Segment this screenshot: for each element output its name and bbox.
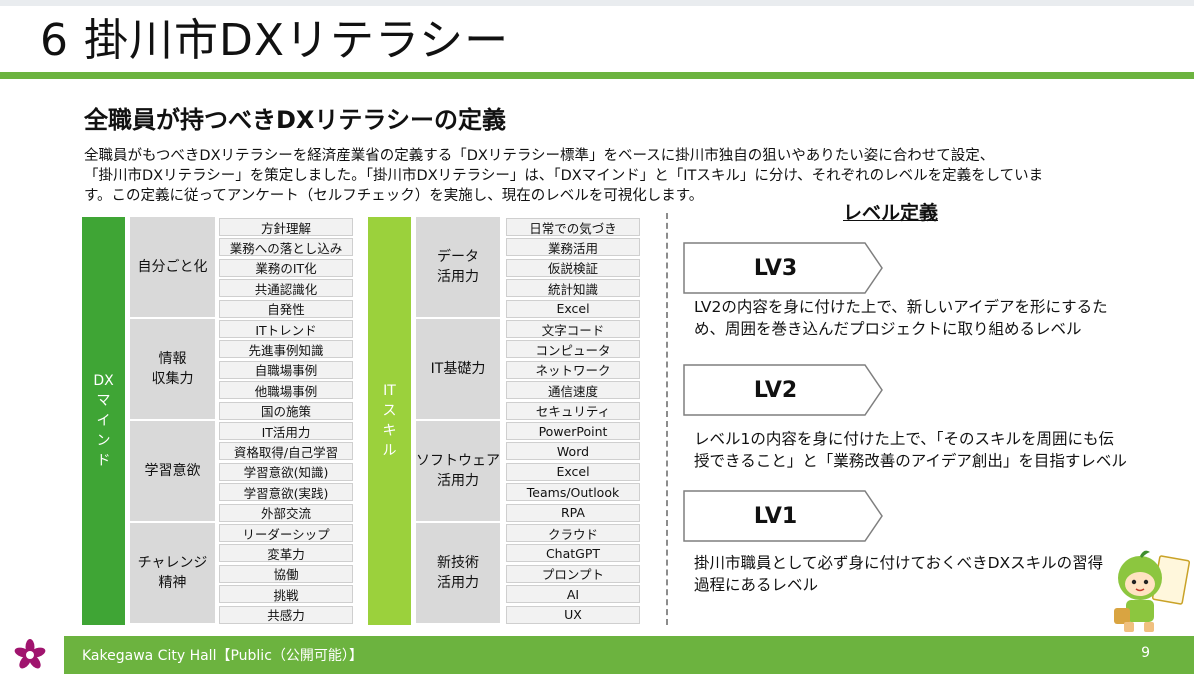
level-badge-label: LV2 — [753, 377, 798, 403]
section-divider — [666, 213, 668, 625]
skill-item: 国の施策 — [219, 401, 353, 420]
category-cell: 新技術 活用力 — [416, 523, 500, 625]
skill-item: 業務活用 — [506, 238, 640, 257]
skill-item: 文字コード — [506, 320, 640, 338]
skill-item: ネットワーク — [506, 360, 640, 379]
slide-subtitle: 全職員が持つべきDXリテラシーの定義 — [84, 106, 506, 134]
skill-item: 業務への落とし込み — [219, 238, 353, 257]
intro-line: 全職員がもつべきDXリテラシーを経済産業省の定義する「DXリテラシー標準」をベー… — [84, 148, 995, 164]
skill-item: セキュリティ — [506, 401, 640, 420]
level-definition-heading: レベル定義 — [843, 202, 939, 224]
skill-item: Excel — [506, 299, 640, 318]
skill-item: 統計知識 — [506, 279, 640, 298]
level-desc-line: 授できること」と「業務改善のアイデア創出」を目指すレベル — [694, 452, 1127, 470]
level-description-lv2: レベル1の内容を身に付けた上で、「そのスキルを周囲にも伝 授できること」と「業務… — [694, 428, 1144, 472]
category-cell: IT基礎力 — [416, 319, 500, 421]
skill-item: 共感力 — [219, 605, 353, 624]
skill-item: PowerPoint — [506, 422, 640, 440]
footer-bar: Kakegawa City Hall【Public（公開可能）】 9 — [0, 636, 1194, 674]
kakegawa-city-emblem-icon — [14, 639, 46, 669]
skill-item: 通信速度 — [506, 381, 640, 400]
arrow-badge-icon — [683, 242, 883, 294]
level-badge-label: LV1 — [753, 503, 798, 529]
skill-item: IT活用力 — [219, 422, 353, 440]
skill-item: 方針理解 — [219, 218, 353, 236]
skill-item: 業務のIT化 — [219, 258, 353, 277]
skill-item: 学習意欲(知識) — [219, 462, 353, 481]
level-badge-lv2: LV2 — [683, 364, 883, 416]
skill-item: 日常での気づき — [506, 218, 640, 236]
skill-item: 先進事例知識 — [219, 340, 353, 359]
skill-item: ChatGPT — [506, 544, 640, 563]
skill-item: 自発性 — [219, 299, 353, 318]
intro-line: す。この定義に従ってアンケート（セルフチェック）を実施し、現在のレベルを可視化し… — [84, 188, 704, 204]
skill-item: 他職場事例 — [219, 381, 353, 400]
footer-logo-area — [0, 636, 64, 674]
intro-line: 「掛川市DXリテラシー」を策定しました。「掛川市DXリテラシー」は、「DXマイン… — [84, 168, 1044, 184]
skill-item: 学習意欲(実践) — [219, 483, 353, 502]
page-number: 9 — [1141, 645, 1150, 661]
category-cell: チャレンジ 精神 — [130, 523, 215, 625]
level-description-lv3: LV2の内容を身に付けた上で、新しいアイデアを形にするた め、周囲を巻き込んだプ… — [694, 296, 1144, 340]
level-description-lv1: 掛川市職員として必ず身に付けておくべきDXスキルの習得 過程にあるレベル — [694, 552, 1144, 596]
skill-item: 仮説検証 — [506, 258, 640, 277]
slide-title: 6 掛川市DXリテラシー — [40, 15, 510, 66]
level-desc-line: レベル1の内容を身に付けた上で、「そのスキルを周囲にも伝 — [694, 430, 1114, 448]
skill-item: AI — [506, 585, 640, 604]
level-badge-lv3: LV3 — [683, 242, 883, 294]
skill-item: 変革力 — [219, 544, 353, 563]
arrow-badge-icon — [683, 364, 883, 416]
dx-mind-band: DX マ イ ン ド — [82, 217, 125, 625]
category-cell: 情報 収集力 — [130, 319, 215, 421]
level-desc-line: LV2の内容を身に付けた上で、新しいアイデアを形にするた — [694, 298, 1108, 316]
skill-item: Teams/Outlook — [506, 483, 640, 502]
level-desc-line: め、周囲を巻き込んだプロジェクトに取り組めるレベル — [694, 320, 1082, 338]
category-cell: ソフトウェア 活用力 — [416, 421, 500, 523]
level-badge-label: LV3 — [753, 255, 798, 281]
category-cell: 学習意欲 — [130, 421, 215, 523]
title-rule — [0, 72, 1194, 79]
level-desc-line: 過程にあるレベル — [694, 576, 819, 594]
skill-item: クラウド — [506, 524, 640, 542]
it-skill-band: IT ス キ ル — [368, 217, 411, 625]
mascot-character-icon — [1114, 550, 1190, 632]
level-desc-line: 掛川市職員として必ず身に付けておくべきDXスキルの習得 — [694, 554, 1104, 572]
skill-item: Excel — [506, 462, 640, 481]
skill-item: Word — [506, 442, 640, 461]
arrow-badge-icon — [683, 490, 883, 542]
skill-item: 協働 — [219, 564, 353, 583]
skill-item: 自職場事例 — [219, 360, 353, 379]
skill-item: コンピュータ — [506, 340, 640, 359]
top-band — [0, 0, 1194, 6]
skill-item: 外部交流 — [219, 503, 353, 522]
category-cell: データ 活用力 — [416, 217, 500, 319]
skill-item: 資格取得/自己学習 — [219, 442, 353, 461]
skill-item: プロンプト — [506, 564, 640, 583]
skill-item: 挑戦 — [219, 585, 353, 604]
skill-item: RPA — [506, 503, 640, 522]
footer-text: Kakegawa City Hall【Public（公開可能）】 — [82, 648, 363, 664]
category-cell: 自分ごと化 — [130, 217, 215, 319]
level-badge-lv1: LV1 — [683, 490, 883, 542]
skill-item: ITトレンド — [219, 320, 353, 338]
skill-item: 共通認識化 — [219, 279, 353, 298]
skill-item: リーダーシップ — [219, 524, 353, 542]
intro-paragraph: 全職員がもつべきDXリテラシーを経済産業省の定義する「DXリテラシー標準」をベー… — [84, 146, 1104, 206]
skill-item: UX — [506, 605, 640, 624]
